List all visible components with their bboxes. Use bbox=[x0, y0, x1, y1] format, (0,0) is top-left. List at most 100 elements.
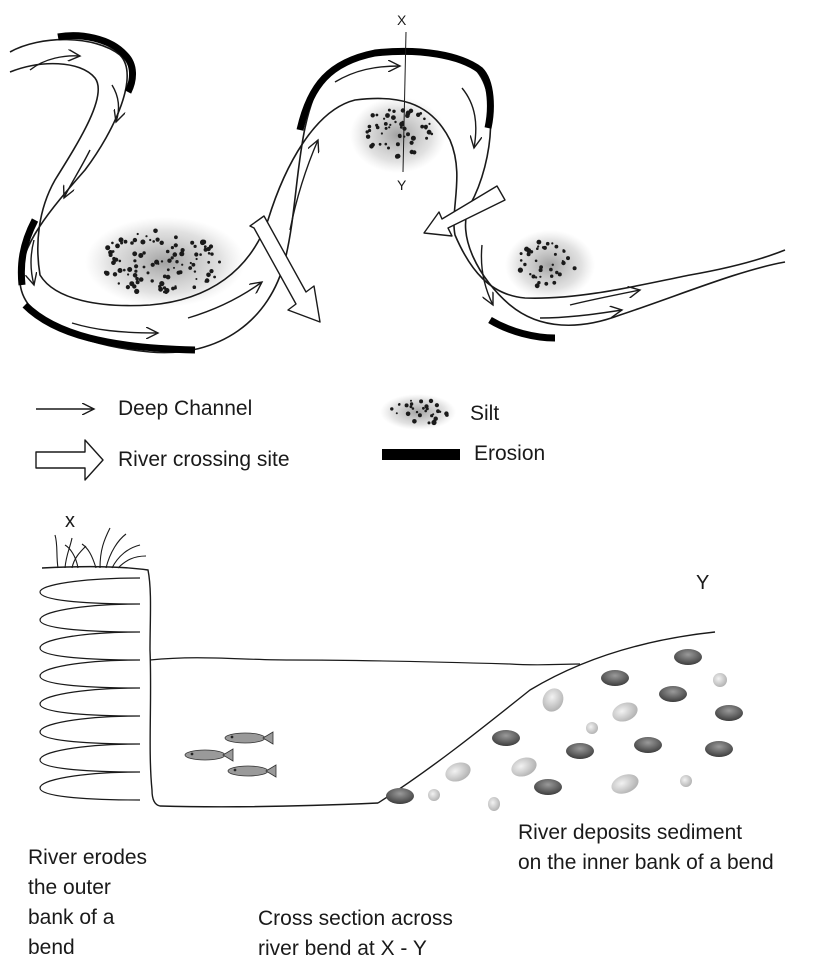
silt-dot bbox=[205, 278, 210, 283]
silt-dot bbox=[179, 253, 182, 256]
erosion-zone bbox=[58, 36, 133, 92]
silt-dot bbox=[149, 239, 151, 241]
silt-dot bbox=[406, 132, 410, 136]
silt-dot bbox=[194, 245, 197, 248]
silt-dot bbox=[391, 115, 396, 120]
silt-dot bbox=[412, 150, 416, 154]
inner-bank-caption-line: on the inner bank of a bend bbox=[518, 848, 774, 878]
silt-dot bbox=[174, 253, 177, 256]
silt-dot bbox=[132, 251, 137, 256]
silt-dot bbox=[213, 276, 216, 279]
silt-dot bbox=[139, 277, 144, 282]
silt-dot bbox=[130, 241, 134, 245]
silt-dot bbox=[368, 125, 372, 129]
silt-dot bbox=[412, 419, 417, 424]
silt-dot bbox=[552, 264, 554, 266]
silt-dot bbox=[133, 238, 137, 242]
silt-dot bbox=[518, 268, 523, 273]
silt-dot bbox=[527, 252, 531, 256]
silt-dot bbox=[395, 154, 400, 159]
silt-dot bbox=[153, 229, 158, 234]
erosion-zone bbox=[21, 220, 35, 285]
silt-dot bbox=[425, 137, 428, 140]
silt-dot bbox=[539, 276, 541, 278]
silt-dot bbox=[385, 143, 388, 146]
silt-dot bbox=[549, 268, 553, 272]
silt-dot bbox=[119, 237, 124, 242]
legend-silt-icon bbox=[380, 394, 456, 430]
inner-bank-caption-line: River deposits sediment bbox=[518, 818, 742, 848]
silt-dot bbox=[118, 268, 123, 273]
silt-dot bbox=[417, 113, 420, 116]
silt-dot bbox=[418, 413, 422, 417]
river-crossing-arrows bbox=[250, 186, 505, 322]
silt-deposit-right bbox=[505, 230, 595, 300]
silt-dot bbox=[158, 287, 163, 292]
silt-dot bbox=[406, 111, 411, 116]
deep-channel-arrow bbox=[462, 88, 476, 148]
silt-dot bbox=[385, 127, 388, 130]
outer-bank-caption-line: River erodes bbox=[28, 843, 147, 873]
silt-dot bbox=[552, 281, 556, 285]
legend-crossing-icon bbox=[36, 440, 103, 480]
erosion-undercut-lines bbox=[40, 578, 140, 800]
silt-dot bbox=[424, 404, 428, 408]
silt-dot bbox=[112, 250, 115, 253]
silt-dot bbox=[379, 143, 382, 146]
silt-dot bbox=[392, 110, 395, 113]
fish-icon bbox=[185, 749, 233, 761]
silt-dot bbox=[174, 287, 177, 290]
silt-dot bbox=[435, 403, 439, 407]
silt-dot bbox=[555, 271, 558, 274]
outer-bank-caption-line: bank of a bbox=[28, 903, 114, 933]
silt-dot bbox=[388, 126, 390, 128]
silt-dot bbox=[554, 253, 557, 256]
silt-dot bbox=[369, 144, 374, 149]
section-marker-y: Y bbox=[696, 568, 709, 598]
silt-dot bbox=[562, 249, 564, 251]
silt-dot bbox=[190, 262, 192, 264]
silt-dot bbox=[206, 273, 211, 278]
legend-deep-channel-label: Deep Channel bbox=[118, 394, 252, 424]
silt-dot bbox=[524, 247, 529, 252]
silt-dot bbox=[134, 264, 138, 268]
silt-dot bbox=[566, 256, 570, 260]
silt-dot bbox=[375, 124, 378, 127]
silt-dot bbox=[389, 124, 391, 126]
silt-dot bbox=[530, 250, 533, 253]
silt-dot bbox=[384, 122, 388, 126]
silt-dot bbox=[532, 275, 536, 279]
silt-dot bbox=[546, 242, 550, 246]
silt-dot bbox=[134, 289, 139, 294]
silt-dot bbox=[166, 250, 170, 254]
silt-dot bbox=[157, 263, 159, 265]
silt-dot bbox=[174, 235, 178, 239]
silt-dot bbox=[416, 411, 418, 413]
silt-dot bbox=[539, 265, 543, 269]
silt-deposits bbox=[85, 97, 595, 307]
silt-dot bbox=[410, 141, 414, 145]
silt-dot bbox=[410, 400, 412, 402]
silt-dot bbox=[167, 268, 170, 271]
silt-dot bbox=[208, 252, 211, 255]
silt-dot bbox=[398, 134, 402, 138]
silt-dot bbox=[429, 399, 433, 403]
silt-dot bbox=[385, 113, 390, 118]
legend-silt-label: Silt bbox=[470, 399, 499, 429]
section-caption-line: Cross section across bbox=[258, 904, 453, 934]
silt-dot bbox=[430, 414, 433, 417]
silt-dot bbox=[174, 243, 178, 247]
silt-dot bbox=[171, 256, 174, 259]
silt-dot bbox=[143, 266, 146, 269]
silt-dot bbox=[402, 127, 406, 131]
silt-dot bbox=[412, 407, 415, 410]
silt-dot bbox=[396, 412, 398, 414]
legend-crossing-label: River crossing site bbox=[118, 445, 290, 475]
plan-marker-y: Y bbox=[397, 177, 407, 193]
silt-dot bbox=[124, 240, 128, 244]
silt-dot bbox=[388, 109, 391, 112]
silt-dot bbox=[405, 403, 409, 407]
river-crossing-arrow bbox=[250, 216, 320, 322]
section-marker-x: x bbox=[65, 506, 75, 536]
